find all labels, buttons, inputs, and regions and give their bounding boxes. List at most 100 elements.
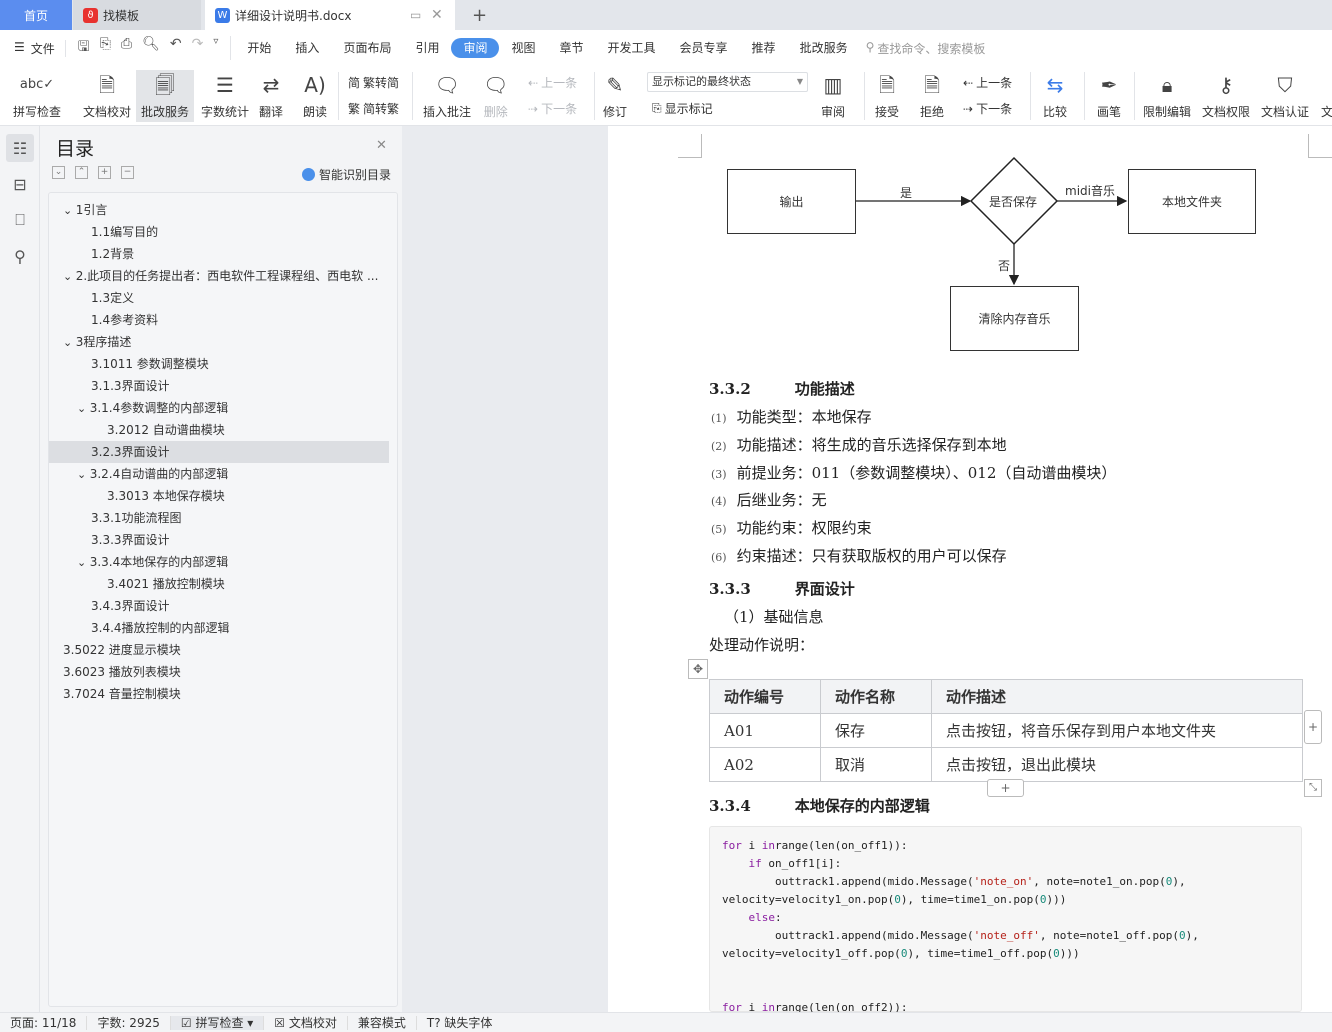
add-level-icon[interactable]: + [98,166,111,179]
undo-icon[interactable]: ↶ [169,36,182,52]
menu-member[interactable]: 会员专享 [679,41,728,55]
close-panel-icon[interactable]: ✕ [376,138,387,153]
print-icon[interactable]: ⎙ [120,36,133,52]
redo-icon[interactable]: ↷ [191,36,204,52]
spell-check-button[interactable]: abc✓拼写检查 [10,70,64,122]
outline-item[interactable]: 3.5022 进度显示模块 [49,639,389,661]
menu-start[interactable]: 开始 [247,41,272,55]
outline-item[interactable]: ⌄ 3.1.4参数调整的内部逻辑 [49,397,389,419]
outline-item[interactable]: 3.1011 参数调整模块 [49,353,389,375]
print-preview-icon[interactable]: 🔍︎ [142,36,160,52]
chevron-down-icon[interactable]: ⌄ [77,556,90,569]
table-cell[interactable]: 保存 [820,713,932,748]
close-tab-icon[interactable]: ✕ [431,7,443,23]
outline-item[interactable]: ⌄ 3.2.4自动谱曲的内部逻辑 [49,463,389,485]
export-icon[interactable]: ⎘ [99,36,111,52]
insert-comment-button[interactable]: 🗨插入批注 [420,70,474,122]
missing-font[interactable]: T? 缺失字体 [417,1016,503,1030]
next-change-button[interactable]: ⇢下一条 [963,100,1012,117]
prev-comment-button[interactable]: ⇠上一条 [528,74,577,91]
outline-item[interactable]: ⌄ 3.3.4本地保存的内部逻辑 [49,551,389,573]
translate-button[interactable]: ⇄翻译 [256,70,286,122]
grading-service-button[interactable]: 🗐批改服务 [136,70,194,122]
remove-level-icon[interactable]: − [121,166,134,179]
chevron-down-icon[interactable]: ⌄ [63,204,76,217]
chevron-down-icon[interactable]: ⌄ [77,402,90,415]
next-comment-button[interactable]: ⇢下一条 [528,100,577,117]
collapse-all-icon[interactable]: ⌄ [52,166,65,179]
proofread-button[interactable]: 🗎文档校对 [80,70,134,122]
outline-item[interactable]: 1.4参考资料 [49,309,389,331]
pin-icon[interactable]: ▭ [410,8,422,22]
compat-mode[interactable]: 兼容模式 [348,1015,417,1030]
status-spell-check[interactable]: ☑ 拼写检查 ▾ [170,1015,265,1030]
table-cell[interactable]: 点击按钮，将音乐保存到用户本地文件夹 [931,713,1303,748]
chapter-icon[interactable]: ⊟ [13,174,27,194]
menu-review[interactable]: 审阅 [451,38,500,58]
outline-item[interactable]: ⌄ 3程序描述 [49,331,389,353]
outline-item[interactable]: 3.7024 音量控制模块 [49,683,389,705]
read-aloud-button[interactable]: A)朗读 [300,70,330,122]
chevron-down-icon[interactable]: ⌄ [63,270,76,283]
table-cell[interactable]: 取消 [820,747,932,782]
table-cell[interactable]: 点击按钮，退出此模块 [931,747,1303,782]
menu-view[interactable]: 视图 [511,41,536,55]
trad-to-simp-button[interactable]: 简繁转简 [348,74,399,91]
markup-state-select[interactable]: 显示标记的最终状态▼ [647,72,808,92]
add-column-button[interactable]: + [1304,710,1322,744]
menu-grading[interactable]: 批改服务 [799,41,848,55]
delete-comment-button[interactable]: 🗨删除 [480,70,511,122]
more-dropdown-icon[interactable]: ▿ [213,36,219,47]
compare-button[interactable]: ⇆比较 [1040,70,1070,122]
review-pane-button[interactable]: ▥审阅 [818,70,848,122]
accept-button[interactable]: 🗎接受 [872,70,902,122]
bookmark-icon[interactable]: ⎕ [15,210,25,229]
toc-icon[interactable]: ☷ [6,134,34,162]
outline-item[interactable]: 3.2.3界面设计 [49,441,389,463]
menu-devtools[interactable]: 开发工具 [607,41,656,55]
save-icon[interactable]: 🖫 [77,39,90,55]
smart-toc-button[interactable]: 智能识别目录 [302,166,391,183]
word-count[interactable]: 字数: 2925 [87,1015,171,1030]
resize-table-icon[interactable]: ⤡ [1304,779,1322,797]
add-row-button[interactable]: + [987,779,1024,797]
chevron-down-icon[interactable]: ⌄ [77,468,90,481]
table-cell[interactable]: A02 [709,747,821,782]
outline-item[interactable]: 3.4.4播放控制的内部逻辑 [49,617,389,639]
chevron-down-icon[interactable]: ⌄ [63,336,76,349]
search-icon[interactable]: ⚲ [14,246,26,266]
outline-item[interactable]: 1.1编写目的 [49,221,389,243]
status-proofread[interactable]: ☒ 文档校对 [264,1015,348,1030]
reject-button[interactable]: 🗎拒绝 [917,70,947,122]
menu-section[interactable]: 章节 [559,41,584,55]
outline-item[interactable]: 3.3013 本地保存模块 [49,485,389,507]
menu-insert[interactable]: 插入 [295,41,320,55]
doc-permission-button[interactable]: ⚷文档权限 [1199,70,1253,122]
outline-item[interactable]: 3.3.3界面设计 [49,529,389,551]
menu-recommend[interactable]: 推荐 [751,41,776,55]
outline-item[interactable]: 3.6023 播放列表模块 [49,661,389,683]
tab-home[interactable]: 首页 [0,0,72,30]
more-ribbon-button[interactable]: 文 [1318,70,1332,122]
expand-up-icon[interactable]: ⌃ [75,166,88,179]
outline-item[interactable]: 3.2012 自动谱曲模块 [49,419,389,441]
outline-item[interactable]: 1.2背景 [49,243,389,265]
menu-layout[interactable]: 页面布局 [343,41,392,55]
word-count-button[interactable]: ☰字数统计 [198,70,252,122]
command-search[interactable]: ⚲查找命令、搜索模板 [866,40,986,57]
outline-item[interactable]: 3.3.1功能流程图 [49,507,389,529]
prev-change-button[interactable]: ⇠上一条 [963,74,1012,91]
new-tab-button[interactable]: + [472,4,488,26]
outline-item[interactable]: 1.3定义 [49,287,389,309]
show-markup-button[interactable]: ⎘显示标记 [652,100,713,117]
page-count[interactable]: 页面: 11/18 [0,1015,88,1030]
menu-reference[interactable]: 引用 [415,41,440,55]
file-menu[interactable]: ☰文件 [0,39,66,57]
doc-certify-button[interactable]: ⛉文档认证 [1258,70,1312,122]
outline-item[interactable]: ⌄ 2.此项目的任务提出者：西电软件工程课程组、西电软 ... [49,265,389,287]
outline-item[interactable]: 3.1.3界面设计 [49,375,389,397]
simp-to-trad-button[interactable]: 繁简转繁 [348,100,399,117]
restrict-edit-button[interactable]: 🔒︎限制编辑 [1140,70,1194,122]
